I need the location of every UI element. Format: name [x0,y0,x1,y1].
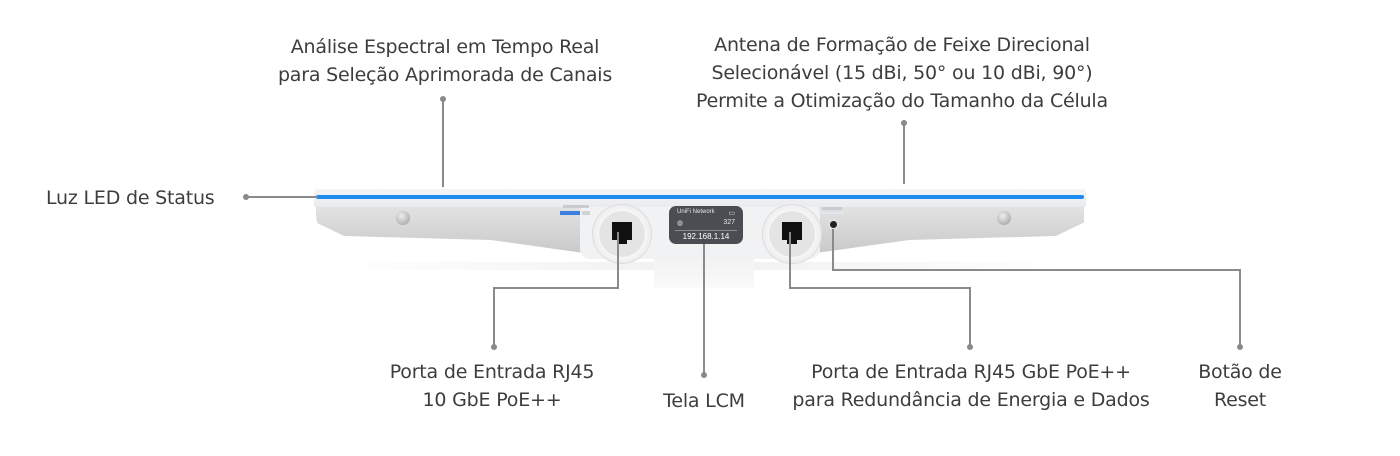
callout-line: Selecionável (15 dBi, 50° ou 10 dBi, 90°… [711,62,1093,84]
callout-line: Antena de Formação de Feixe Direcional [714,34,1090,56]
leader-line-reset-v1 [832,229,834,270]
leader-line-reset-h [832,269,1240,271]
leader-line-port-gbe-h [789,287,971,289]
leader-dot-port-gbe [967,344,973,350]
callout-lcm: Tela LCM [644,387,764,415]
leader-line-lcm [703,244,705,374]
callout-line: Tela LCM [663,390,745,412]
callout-line: Botão de [1198,361,1282,383]
callout-reset: Botão de Reset [1180,358,1300,414]
device-right-wing [802,205,1084,255]
leader-line-port-10gbe-v1 [617,232,619,288]
port-speed-tag-gray [582,211,590,215]
callout-spectral-analysis: Análise Espectral em Tempo Real para Sel… [263,33,627,89]
lcm-divider [675,230,737,231]
callout-port-gbe: Porta de Entrada RJ45 GbE PoE++ para Red… [776,358,1166,414]
callout-line: Porta de Entrada RJ45 [389,361,595,383]
leader-line-port-gbe-v2 [969,287,971,347]
leader-dot-lcm [701,372,707,378]
callout-line: 10 GbE PoE++ [422,389,562,411]
port-gbe-ring [762,204,822,264]
leader-dot-port-10gbe [491,344,497,350]
monitor-icon: ▭ [728,210,735,217]
callout-line: Reset [1213,389,1267,411]
leader-line-port-10gbe-h [493,287,619,289]
globe-icon: ◍ [677,220,684,227]
screw-hole-right [997,211,1011,225]
callout-line: Porta de Entrada RJ45 GbE PoE++ [811,361,1131,383]
callout-antenna: Antena de Formação de Feixe Direcional S… [672,31,1132,115]
port-label-tag [563,205,589,208]
callout-line: para Seleção Aprimorada de Canais [277,64,613,86]
callout-port-10gbe: Porta de Entrada RJ45 10 GbE PoE++ [370,358,614,414]
callout-line: para Redundância de Energia e Dados [792,389,1150,411]
rj45-port-10gbe-icon [612,222,632,244]
port-speed-tag-blue [560,211,580,215]
callout-line: Permite a Otimização do Tamanho da Célul… [696,90,1108,112]
leader-line-status-led [246,196,318,198]
leader-line-antenna [903,123,905,184]
reset-sublabel-tag [821,212,843,214]
port-10gbe-ring [592,204,652,264]
status-led-strip [316,195,1084,199]
callout-line: Análise Espectral em Tempo Real [290,36,600,58]
lcm-screen: UniFi Network ▭ ◍ 327 192.168.1.14 [669,206,743,244]
lcm-title: UniFi Network [677,209,715,215]
leader-line-port-gbe-v1 [789,232,791,288]
leader-line-port-10gbe-v2 [493,287,495,347]
leader-line-reset-v2 [1239,269,1241,347]
reset-label-tag [822,207,842,210]
leader-line-spectral [442,99,444,187]
callout-status-led: Luz LED de Status [46,184,215,212]
lcm-ip-address: 192.168.1.14 [682,232,730,241]
leader-dot-reset [1237,344,1243,350]
screw-hole-left [396,211,410,225]
lcm-client-count: 327 [723,219,735,226]
callout-line: Luz LED de Status [46,187,215,209]
rj45-port-gbe-icon [782,222,802,244]
device-left-wing [316,205,598,255]
